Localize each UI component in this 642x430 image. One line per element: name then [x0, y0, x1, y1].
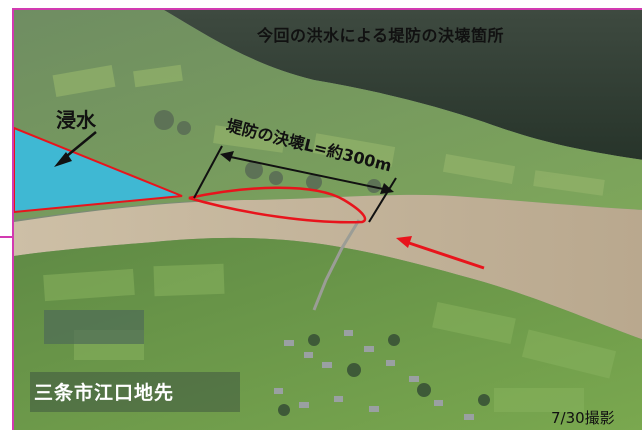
arrow-down-left-icon — [54, 131, 97, 167]
upper-field-plots — [52, 64, 605, 196]
photo-title: 今回の洪水による堤防の決壊箇所 — [257, 26, 505, 45]
frame-accent-line — [0, 236, 13, 238]
aerial-photo — [12, 8, 642, 430]
flood-area — [14, 126, 183, 214]
photo-date-label: 7/30撮影 — [551, 409, 615, 427]
road — [312, 219, 361, 311]
location-label-shade — [30, 372, 240, 412]
flood-label: 浸水 — [56, 108, 96, 132]
water-field — [44, 310, 144, 344]
location-label: 三条市江口地先 — [34, 382, 175, 404]
lower-village — [274, 330, 474, 420]
upper-village — [154, 110, 381, 193]
lower-field-plots — [43, 263, 617, 412]
forest-area — [164, 10, 642, 160]
aerial-photo-illustration — [14, 10, 642, 430]
lower-village-trees — [278, 334, 490, 416]
breach-outline — [188, 186, 367, 224]
red-arrow-icon — [396, 236, 485, 270]
river — [14, 194, 642, 340]
double-arrow-icon — [193, 145, 397, 223]
